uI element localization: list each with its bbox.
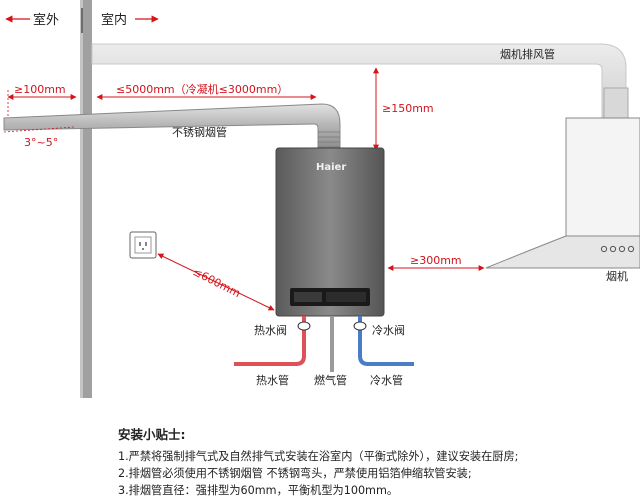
tips-title: 安装小贴士: [118,427,186,442]
dim-5000-label: ≤5000mm（冷凝机≤3000mm） [116,82,288,96]
indoor-label: 室内 [101,12,127,28]
outdoor-label: 室外 [33,12,59,28]
water-heater [275,147,385,317]
tip-line-3: 3.排烟管直径：强排型为60mm，平衡机型为100mm。 [118,484,399,497]
tip-line-1: 1.严禁将强制排气式及自然排气式安装在浴室内（平衡式除外），建议安装在厨房; [118,450,519,463]
outdoor-indoor-header: 室外 室内 [5,12,159,28]
dim-100-label: ≥100mm [14,83,66,96]
range-hood [485,87,640,269]
wall-socket [129,231,157,259]
gas-pipe-label: 燃气管 [314,373,347,387]
cold-water-pipe [358,316,414,366]
cold-valve-icon [353,321,367,331]
range-hood-label: 烟机 [606,269,628,283]
hot-valve-label: 热水阀 [254,323,287,337]
installation-tips: 安装小贴士: 1.严禁将强制排气式及自然排气式安装在浴室内（平衡式除外），建议安… [118,424,633,499]
tip-line-2: 2.排烟管必须使用不锈钢烟管 不锈钢弯头，严禁使用铝箔伸缩软管安装; [118,467,472,480]
exhaust-duct-label: 烟机排风管 [500,47,555,61]
hot-water-pipe [234,316,306,366]
slope-label: 3°~5° [24,136,58,149]
cold-pipe-label: 冷水管 [370,373,403,387]
flue-elbow-corrugation [318,131,340,148]
dim-150-label: ≥150mm [382,102,434,115]
brand-logo: Haier [316,162,346,173]
cold-valve-label: 冷水阀 [372,323,405,337]
dim-600-line [157,253,275,311]
steel-pipe-label: 不锈钢烟管 [172,125,227,139]
dim-300-label: ≥300mm [410,254,462,267]
hot-pipe-label: 热水管 [256,373,289,387]
dim-600-label: ≤600mm [191,265,243,300]
hot-valve-icon [297,321,311,331]
